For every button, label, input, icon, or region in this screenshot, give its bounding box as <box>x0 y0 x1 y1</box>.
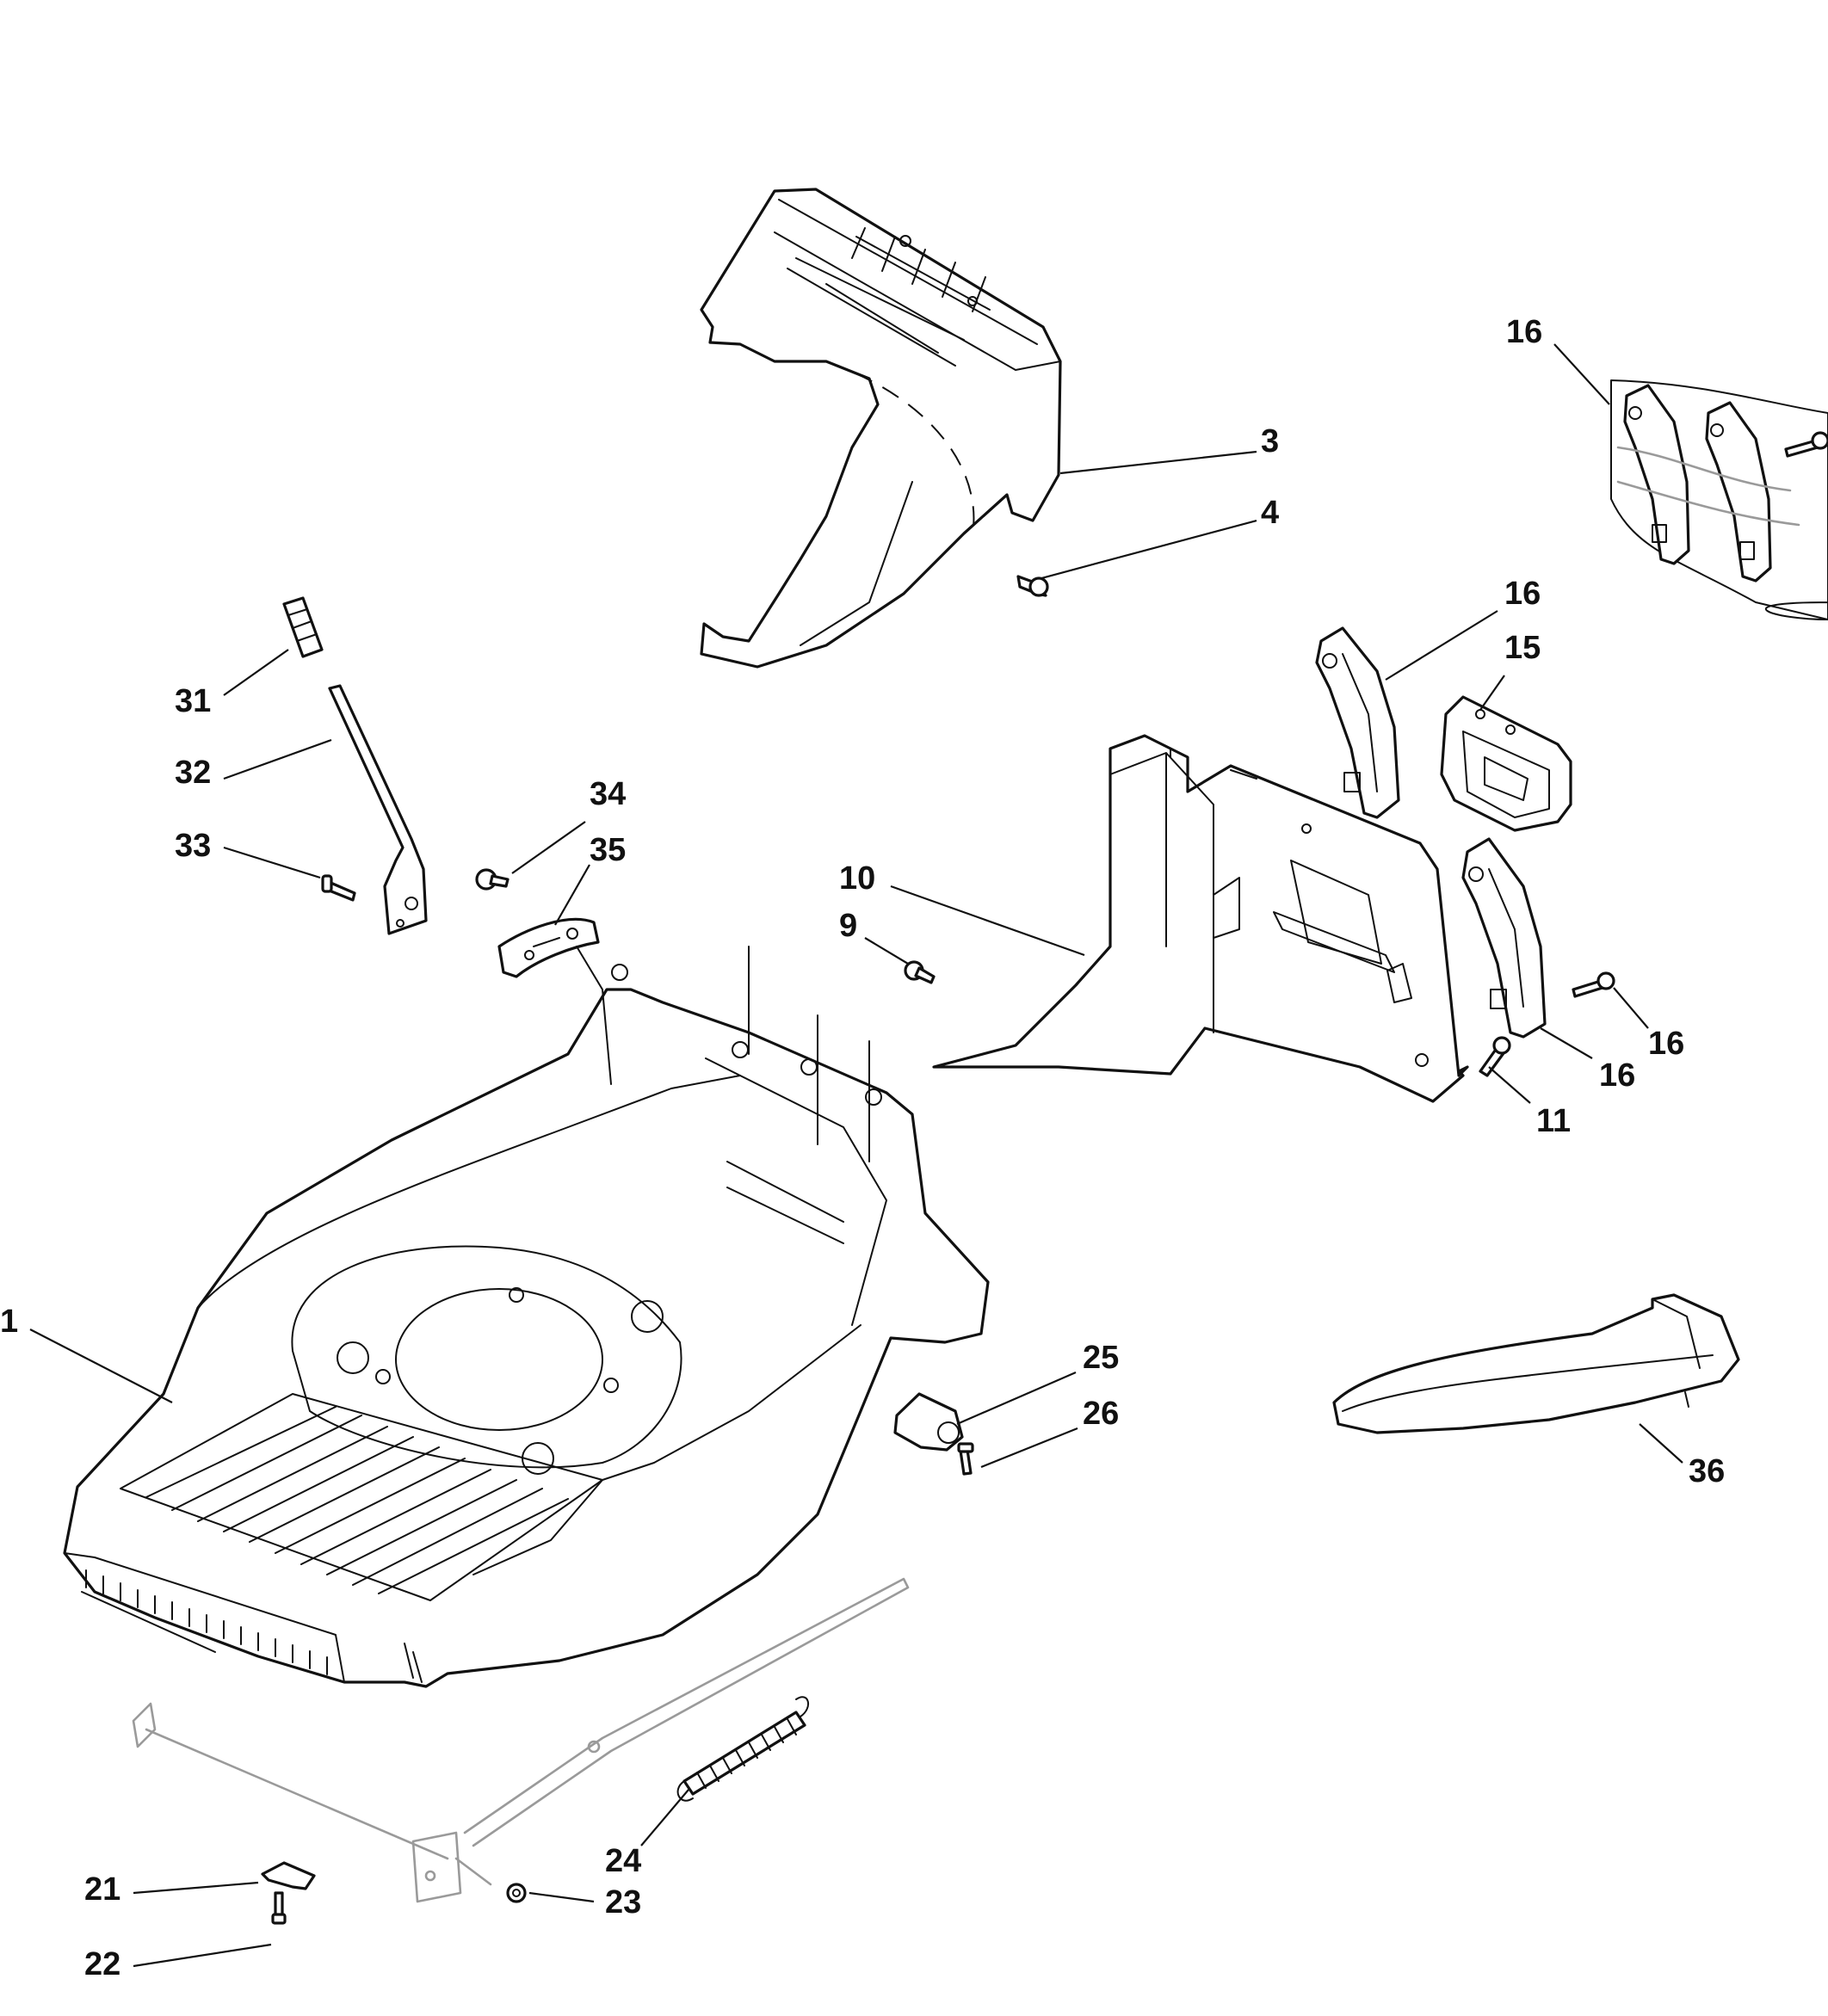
callout-11: 11 <box>1536 1103 1571 1139</box>
part-36-handle[interactable] <box>1332 1293 1740 1434</box>
callout-22: 22 <box>84 1946 120 1982</box>
callout-16-upper-clip: 16 <box>1504 576 1541 612</box>
part-34-screw[interactable] <box>475 868 509 891</box>
callout-33: 33 <box>175 828 211 864</box>
part-10-frame[interactable] <box>932 734 1469 1103</box>
part-33-bolt[interactable] <box>321 874 356 902</box>
callout-25: 25 <box>1083 1340 1119 1376</box>
callout-16-screw: 16 <box>1648 1026 1684 1062</box>
callout-23: 23 <box>605 1884 641 1920</box>
part-32-lever[interactable] <box>328 684 428 935</box>
callout-24: 24 <box>605 1843 641 1879</box>
callout-16-inset: 16 <box>1506 314 1542 350</box>
callout-1: 1 <box>0 1304 18 1340</box>
part-15-cover[interactable] <box>1440 695 1572 832</box>
part-11-screw[interactable] <box>1479 1036 1511 1077</box>
part-9-screw[interactable] <box>904 960 936 984</box>
part-1-deck[interactable] <box>63 946 990 1688</box>
part-16-clip-upper[interactable] <box>1315 626 1400 819</box>
linkage-rod <box>132 1577 910 1903</box>
leader-lines <box>29 343 1683 1968</box>
callout-labels: 1 3 4 9 10 11 15 16 16 16 16 21 22 23 24… <box>0 314 1725 1982</box>
part-22-screw[interactable] <box>271 1891 287 1925</box>
part-23-washer[interactable] <box>506 1883 527 1903</box>
callout-31: 31 <box>175 683 211 719</box>
callout-9: 9 <box>839 908 857 944</box>
part-3-rear-cover[interactable] <box>700 188 1062 669</box>
part-16-detail-inset[interactable] <box>1610 379 1828 620</box>
callout-32: 32 <box>175 755 211 791</box>
callout-10: 10 <box>839 860 875 897</box>
callout-34: 34 <box>590 776 626 812</box>
part-25-clip[interactable] <box>893 1392 964 1452</box>
part-35-bracket[interactable] <box>497 917 600 978</box>
callout-36: 36 <box>1689 1453 1725 1489</box>
part-4-screw[interactable] <box>1016 575 1049 597</box>
callout-21: 21 <box>84 1871 120 1908</box>
part-26-screw[interactable] <box>957 1442 974 1476</box>
part-24-spring[interactable] <box>676 1696 809 1802</box>
callout-16-lower-clip: 16 <box>1599 1057 1635 1094</box>
part-16-screw[interactable] <box>1572 971 1615 998</box>
callout-4: 4 <box>1261 495 1279 531</box>
part-16-clip-lower[interactable] <box>1461 837 1547 1039</box>
callout-35: 35 <box>590 832 626 868</box>
part-31-grip[interactable] <box>282 596 324 658</box>
callout-26: 26 <box>1083 1396 1119 1432</box>
callout-15: 15 <box>1504 630 1541 666</box>
callout-3: 3 <box>1261 423 1279 459</box>
part-21-bracket[interactable] <box>261 1861 316 1890</box>
